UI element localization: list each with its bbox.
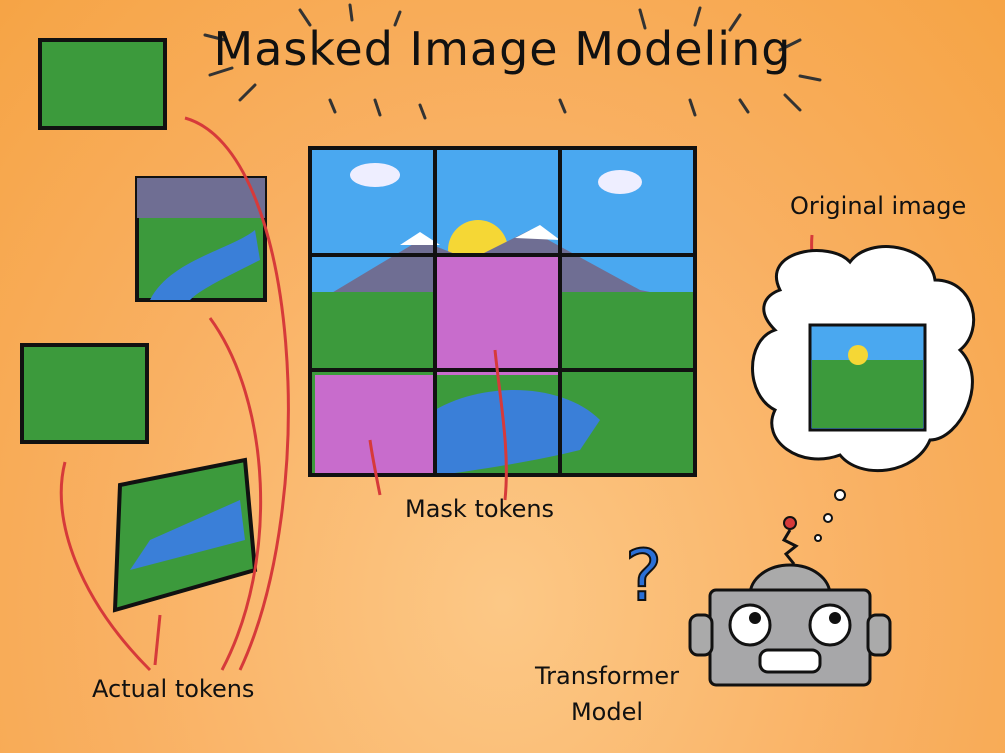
puzzle-image — [308, 146, 697, 477]
actual-tokens-label: Actual tokens — [92, 675, 255, 703]
token-piece-1 — [38, 38, 167, 130]
thought-cloud — [751, 245, 976, 542]
actual-token-pieces — [20, 38, 267, 613]
robot-icon: ? — [624, 516, 892, 687]
mask-token-bottom-left — [315, 375, 435, 473]
mask-tokens-label: Mask tokens — [405, 495, 555, 523]
transformer-label-line1: Transformer — [535, 662, 680, 690]
mask-token-center — [435, 255, 560, 375]
arrows — [59, 116, 832, 672]
page-title: Masked Image Modeling — [213, 22, 792, 76]
transformer-model-label: Transformer Model — [535, 658, 679, 730]
title-rays — [203, 3, 822, 120]
original-image-label: Original image — [790, 192, 967, 220]
token-piece-3 — [20, 343, 149, 444]
transformer-label-line2: Model — [570, 698, 644, 726]
question-mark-icon: ? — [625, 535, 662, 617]
